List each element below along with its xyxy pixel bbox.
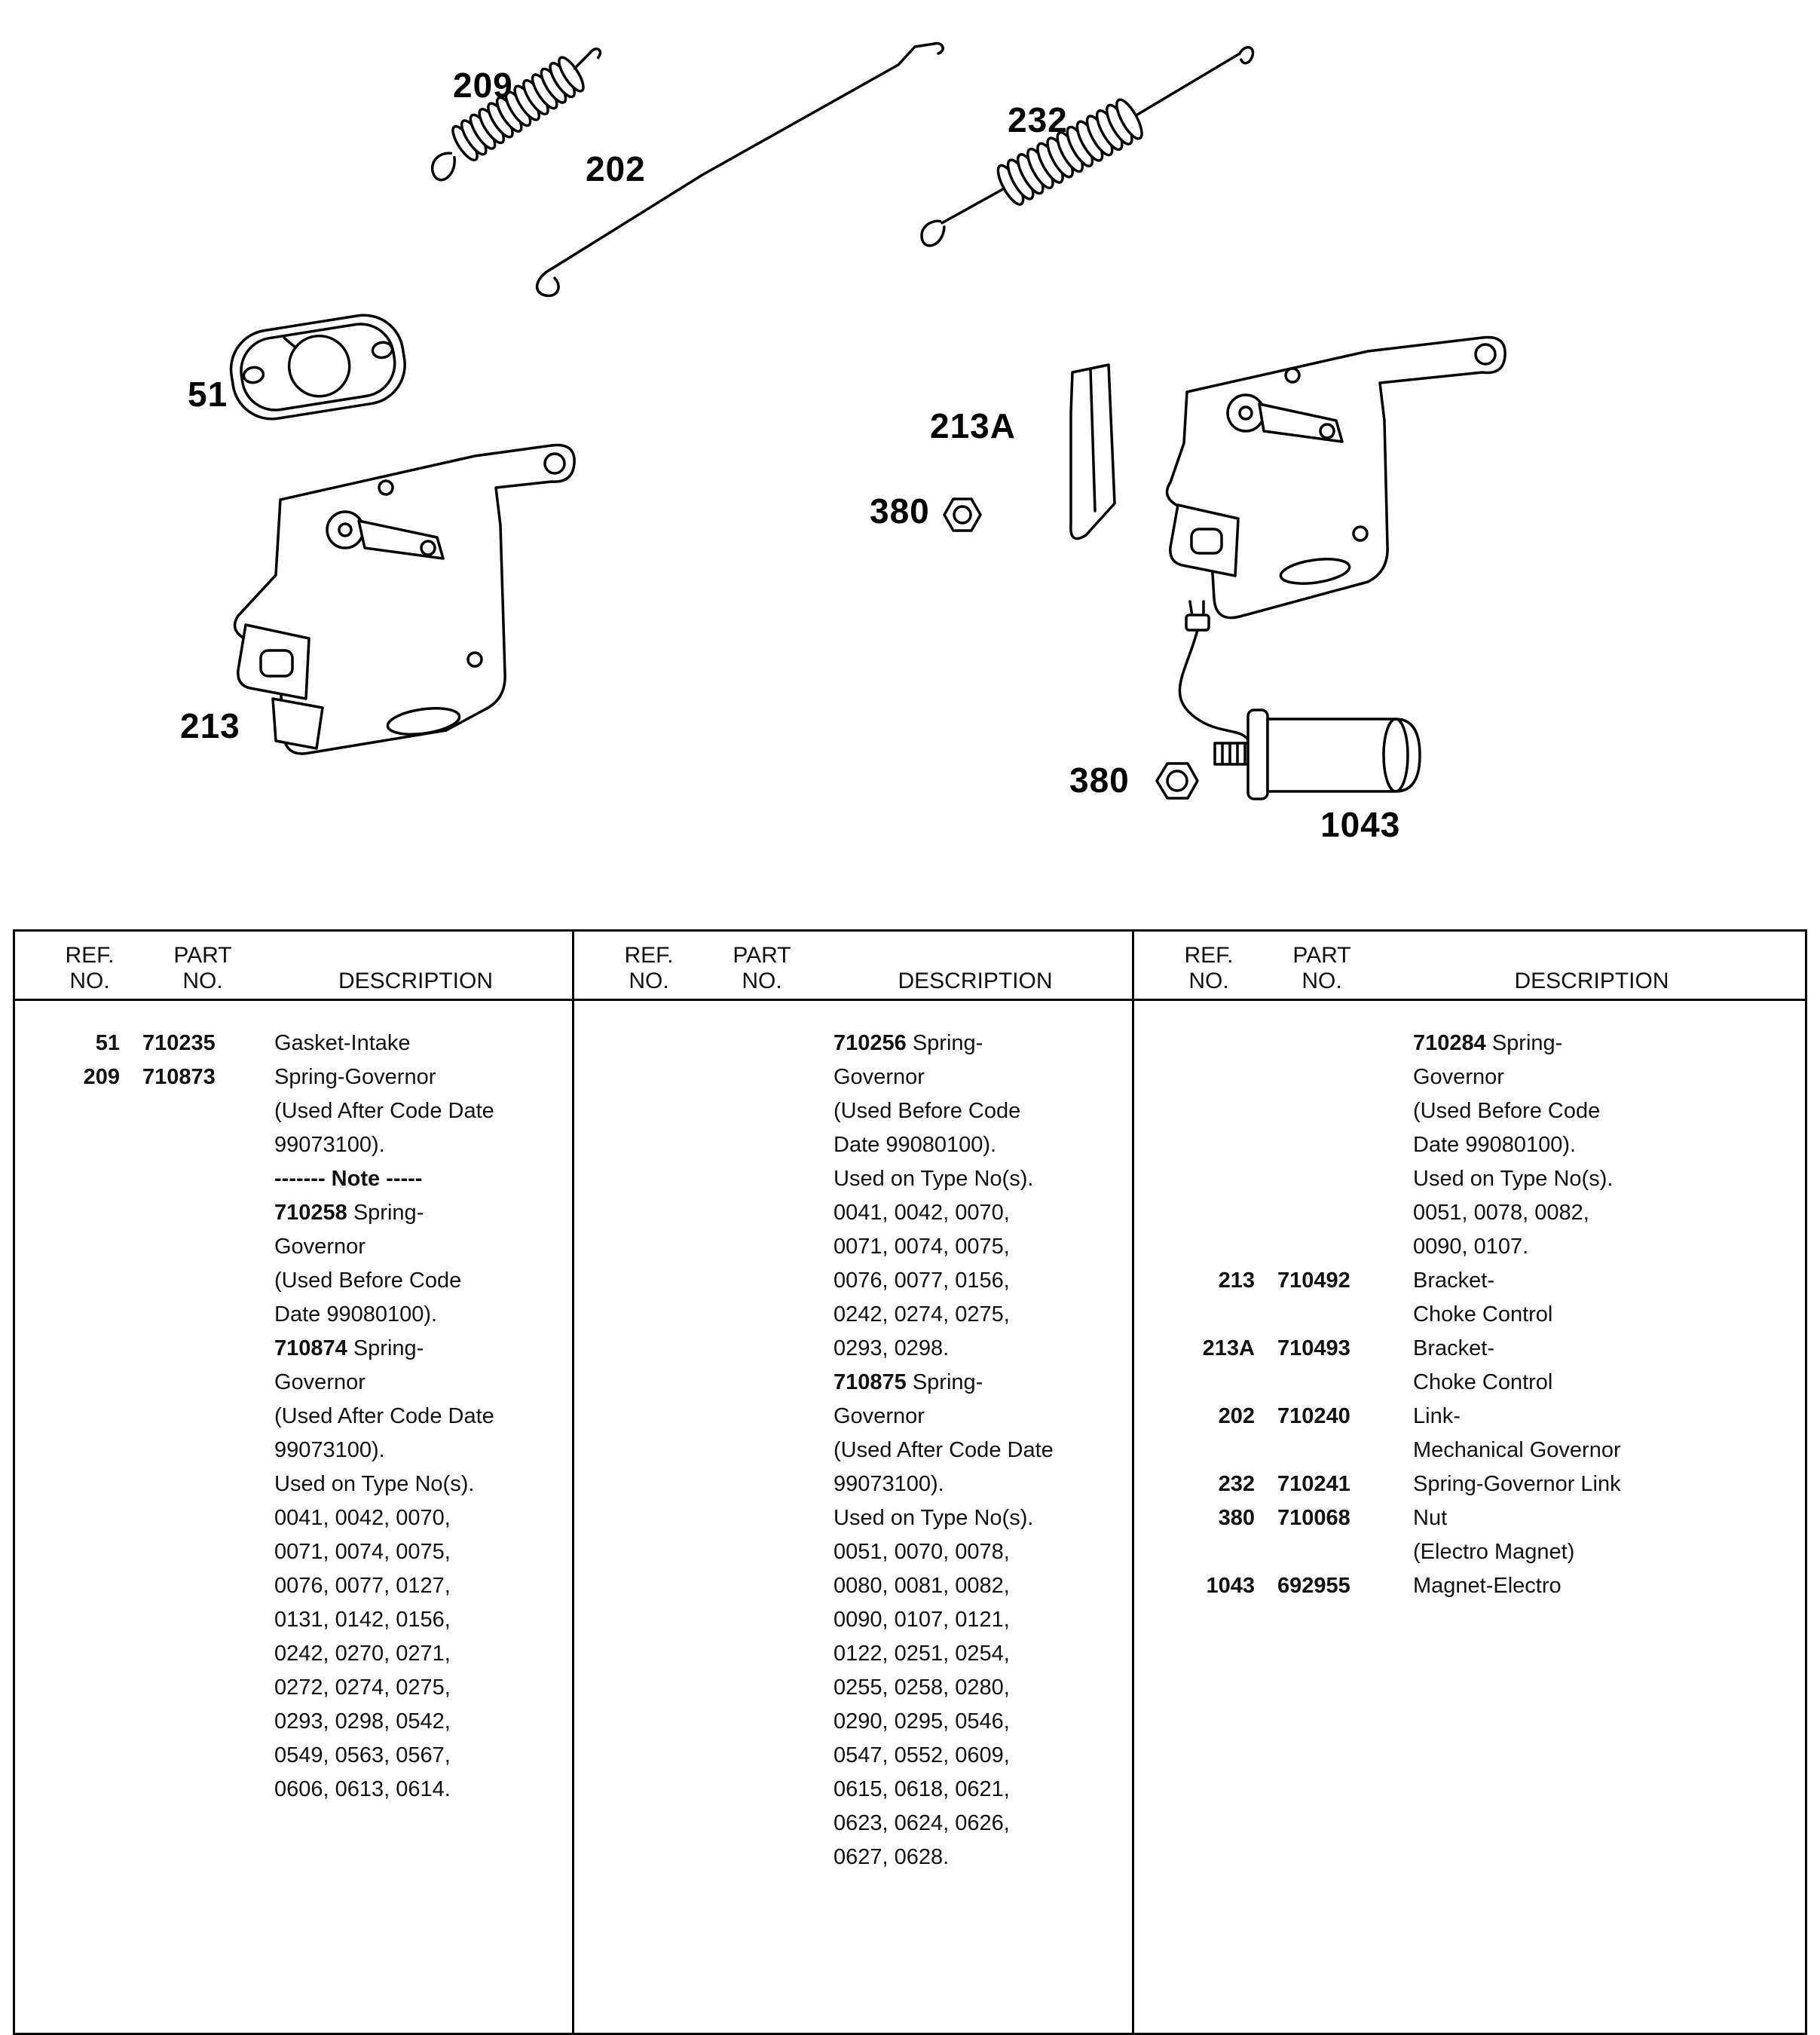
ref-no-header: REF. NO. [65,943,115,993]
part-no-cell [702,1027,811,1874]
ref-label-380-lower: 380 [1069,760,1130,800]
ref-label-51: 51 [188,375,228,414]
ref-no-cell: 213 [1218,1268,1255,1293]
ref-no-header: REF. NO. [1184,943,1234,993]
ref-no-cell [592,1027,679,1874]
ref-no-cell: 1043 [1206,1574,1255,1598]
part-no-cell: 710240 [1277,1404,1350,1428]
table-body: 51 710235 Gasket-Intake 209 710873 Spring-Gov… [15,1001,572,1807]
parts-artwork [229,41,1506,800]
ref-no-cell: 232 [1218,1472,1255,1496]
ref-no-cell: 209 [83,1065,120,1089]
description-cell: Spring-Governor Link [1413,1472,1621,1496]
ref-label-209: 209 [453,66,513,105]
ref-label-213: 213 [180,706,240,745]
ref-label-1043: 1043 [1320,805,1401,844]
parts-diagram: 209 202 232 51 213A 380 213 380 1043 [0,0,1820,929]
part-no-cell: 710873 [142,1065,216,1089]
description-header: DESCRIPTION [1514,969,1669,993]
description-cell: Gasket-Intake [274,1031,411,1055]
table-entry: 232 710241 Spring-Governor Link [1134,1467,1805,1501]
bracket-213-icon [233,443,576,755]
spring-232-icon [920,46,1255,247]
parts-table-column-2: REF. NO. PART NO. DESCRIPTION 710256 Spr… [572,932,1132,2033]
description-cell: Bracket-Choke Control [1413,1268,1553,1327]
ref-no-header: REF. NO. [624,943,674,993]
ref-label-213a: 213A [930,406,1016,445]
parts-list-table: REF. NO. PART NO. DESCRIPTION 51 710235 Ga… [13,929,1807,2035]
ref-no-cell: 380 [1218,1506,1255,1530]
description-cell: Link-Mechanical Governor [1413,1404,1621,1462]
part-no-cell: 710068 [1277,1506,1350,1530]
table-entry: 213A 710493 Bracket-Choke Control [1134,1332,1805,1400]
description-cell: Magnet-Electro [1413,1574,1562,1598]
part-no-cell: 710235 [142,1031,216,1055]
table-entry: 202 710240 Link-Mechanical Governor [1134,1400,1805,1467]
ref-no-cell: 202 [1218,1404,1255,1428]
table-entry: 209 710873 Spring-Governor(Used After Code… [15,1060,572,1807]
ref-no-cell: 51 [95,1031,120,1055]
table-entry: 213 710492 Bracket-Choke Control [1134,1264,1805,1332]
description-header: DESCRIPTION [898,969,1053,993]
parts-table-column-3: REF. NO. PART NO. DESCRIPTION 710284 Spr… [1132,932,1805,2033]
description-cell: Bracket-Choke Control [1413,1336,1553,1394]
link-202-icon [535,41,944,298]
magnet-1043-icon [1178,600,1421,800]
table-header: REF. NO. PART NO. DESCRIPTION [15,932,572,1001]
part-no-header: PART NO. [1292,943,1351,993]
spring-209-icon [430,47,602,182]
description-header: DESCRIPTION [338,969,494,993]
table-entry: 380 710068 Nut(Electro Magnet) [1134,1501,1805,1569]
part-no-cell: 710241 [1277,1472,1350,1496]
table-entry: 1043 692955 Magnet-Electro [1134,1569,1805,1603]
ref-label-202: 202 [586,149,646,188]
nut-380-lower-icon [1155,762,1199,800]
ref-no-cell: 213A [1202,1336,1255,1360]
nut-380-upper-icon [943,497,982,532]
ref-label-380-upper: 380 [870,491,930,531]
table-header: REF. NO. PART NO. DESCRIPTION [1134,932,1805,1001]
table-header: REF. NO. PART NO. DESCRIPTION [574,932,1132,1001]
description-cell: Nut(Electro Magnet) [1413,1506,1575,1564]
part-no-cell: 692955 [1277,1574,1350,1598]
part-no-cell: 710493 [1277,1336,1350,1360]
part-no-cell: 710492 [1277,1268,1350,1293]
ref-no-cell [1168,1027,1255,1264]
gasket-51-icon [229,314,406,421]
table-entry: 51 710235 Gasket-Intake [15,1027,572,1060]
part-no-cell [1277,1027,1390,1264]
parts-table-column-1: REF. NO. PART NO. DESCRIPTION 51 710235 Ga… [15,932,572,2033]
ref-label-232: 232 [1008,100,1068,139]
part-no-header: PART NO. [733,943,791,993]
bracket-213a-icon [1069,335,1506,620]
part-no-header: PART NO. [173,943,232,993]
